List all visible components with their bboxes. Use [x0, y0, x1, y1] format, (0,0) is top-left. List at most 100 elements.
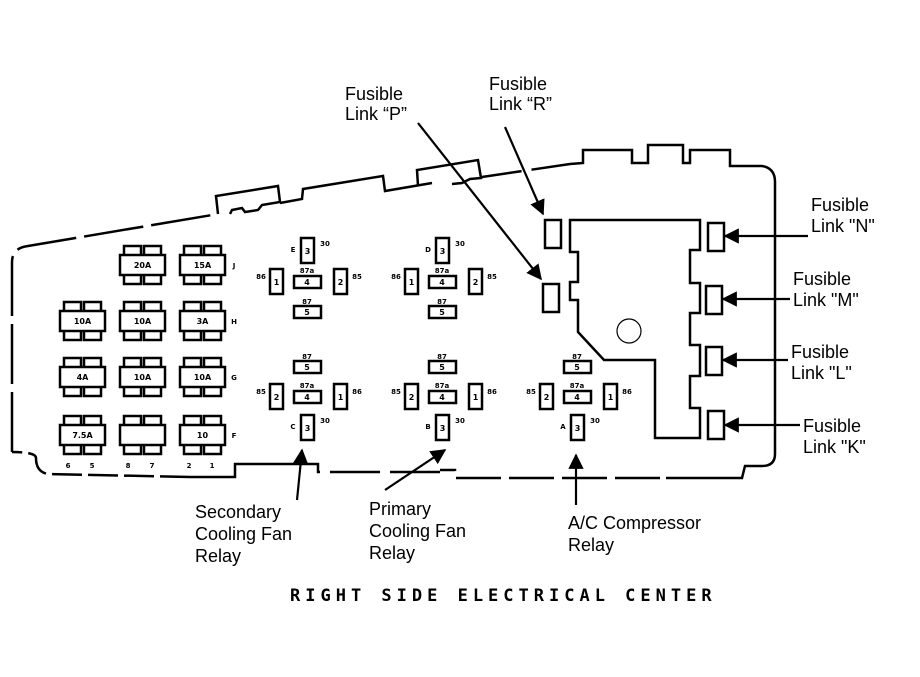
terminal-label: 87a: [300, 382, 315, 390]
secondary-fan-relay-label-1: Secondary: [195, 502, 281, 522]
relay-cavity: [427, 274, 458, 290]
relay-cavity: [562, 389, 593, 405]
cavity-number: 3: [440, 424, 446, 433]
fuse-body: [118, 365, 167, 389]
relay-cavity: [403, 382, 420, 411]
fuse-rating: 10A: [194, 373, 212, 382]
fusible-link-n-box: [706, 221, 726, 253]
fusible-link-p-label-2: Link “P”: [345, 104, 407, 124]
ac-compressor-relay-label-2: Relay: [568, 535, 614, 555]
secondary-fan-relay-label-3: Relay: [195, 546, 241, 566]
relay-cavity: [538, 382, 555, 411]
relay-cavity: [332, 382, 349, 411]
fusible-link-k-box: [706, 409, 726, 441]
fuse-rating: 10A: [134, 373, 152, 382]
fuse-body: [58, 423, 107, 447]
fusible-link-l-label-2: Link "L": [791, 363, 852, 383]
terminal-label: 86: [487, 388, 497, 396]
fuse: 20A: [118, 244, 167, 286]
fuse: 10A: [178, 356, 227, 398]
terminal-label: 87a: [435, 382, 450, 390]
relay-id-label: C: [290, 423, 295, 431]
fuse: 10A: [58, 300, 107, 342]
fuse-body: [178, 253, 227, 277]
fusible-link-n-label-2: Link "N": [811, 216, 875, 236]
fuse-body: [178, 309, 227, 333]
diagram-title: RIGHT SIDE ELECTRICAL CENTER: [290, 586, 717, 606]
terminal-label: 85: [526, 388, 536, 396]
fuse-body: [118, 253, 167, 277]
fuse-body: [118, 309, 167, 333]
arrow-fusible-link-r: [503, 126, 545, 216]
terminal-label: 86: [256, 273, 266, 281]
fusible-link-m-box: [704, 284, 724, 316]
primary-fan-relay-label-1: Primary: [369, 499, 431, 519]
relay-cavity: [299, 236, 316, 265]
relay-cavity: [434, 236, 451, 265]
fusible-link-k-label-1: Fusible: [803, 416, 861, 436]
fuse-body: [58, 309, 107, 333]
inner-panel: [568, 218, 702, 440]
fuse-row-label: F: [232, 432, 237, 440]
cavity-number: 3: [305, 424, 311, 433]
fuse-row-label: H: [231, 318, 237, 326]
fusible-link-p-box: [541, 282, 561, 314]
relay-cavity: [467, 382, 484, 411]
fuse: 15A: [178, 244, 227, 286]
fuse: 7.5A: [58, 414, 107, 456]
terminal-label: 30: [320, 240, 330, 248]
cavity-number: 5: [304, 308, 310, 317]
relay-id-label: D: [425, 246, 431, 254]
mounting-hole: [616, 318, 642, 344]
relay-cavity: [602, 382, 619, 411]
relay-cavity: [427, 359, 458, 375]
cavity-number: 4: [304, 278, 310, 287]
relay-cavity: [299, 413, 316, 442]
ac-compressor-relay-label-1: A/C Compressor: [568, 513, 701, 533]
fuse-pin-number: 6: [66, 462, 71, 470]
terminal-label: 87: [437, 353, 447, 361]
cavity-number: 5: [439, 308, 445, 317]
fuse-rating: 10: [197, 431, 209, 440]
fuse-body: [58, 365, 107, 389]
cavity-number: 1: [409, 278, 415, 287]
cavity-number: 1: [473, 393, 479, 402]
arrow-secondary-fan-relay: [292, 448, 309, 501]
fuse: [118, 414, 167, 456]
terminal-label: 86: [352, 388, 362, 396]
fuse-rating: 20A: [134, 261, 152, 270]
fuse-row-label: J: [232, 262, 236, 270]
fuse: 10A: [118, 300, 167, 342]
relay-id-label: E: [291, 246, 296, 254]
relay-cavity: [569, 413, 586, 442]
cavity-number: 1: [274, 278, 280, 287]
fuse: 4A: [58, 356, 107, 398]
relay-cavity: [268, 267, 285, 296]
fuse-pin-number: 1: [210, 462, 215, 470]
fusible-link-l-box: [704, 345, 724, 377]
relay-cavity: [562, 359, 593, 375]
cavity-number: 4: [439, 278, 445, 287]
cavity-number: 1: [608, 393, 614, 402]
fuse-rating: 10A: [134, 317, 152, 326]
cavity-number: 5: [439, 363, 445, 372]
cavity-number: 4: [304, 393, 310, 402]
relay-cavity: [403, 267, 420, 296]
fusible-link-r-label-1: Fusible: [489, 74, 547, 94]
relay-cavity: [292, 389, 323, 405]
terminal-label: 85: [256, 388, 266, 396]
fuse-body: [118, 423, 167, 447]
terminal-label: 87a: [300, 267, 315, 275]
relay-cavity: [292, 304, 323, 320]
fuse-pin-number: 8: [126, 462, 131, 470]
arrow-primary-fan-relay: [384, 449, 447, 491]
fusible-link-p-label-1: Fusible: [345, 84, 403, 104]
fuse-rating: 10A: [74, 317, 92, 326]
cavity-number: 2: [544, 393, 550, 402]
fuse: 10: [178, 414, 227, 456]
relay-group: 487a186285587330E487a186285587330D487a28…: [256, 236, 632, 442]
cavity-number: 2: [338, 278, 344, 287]
